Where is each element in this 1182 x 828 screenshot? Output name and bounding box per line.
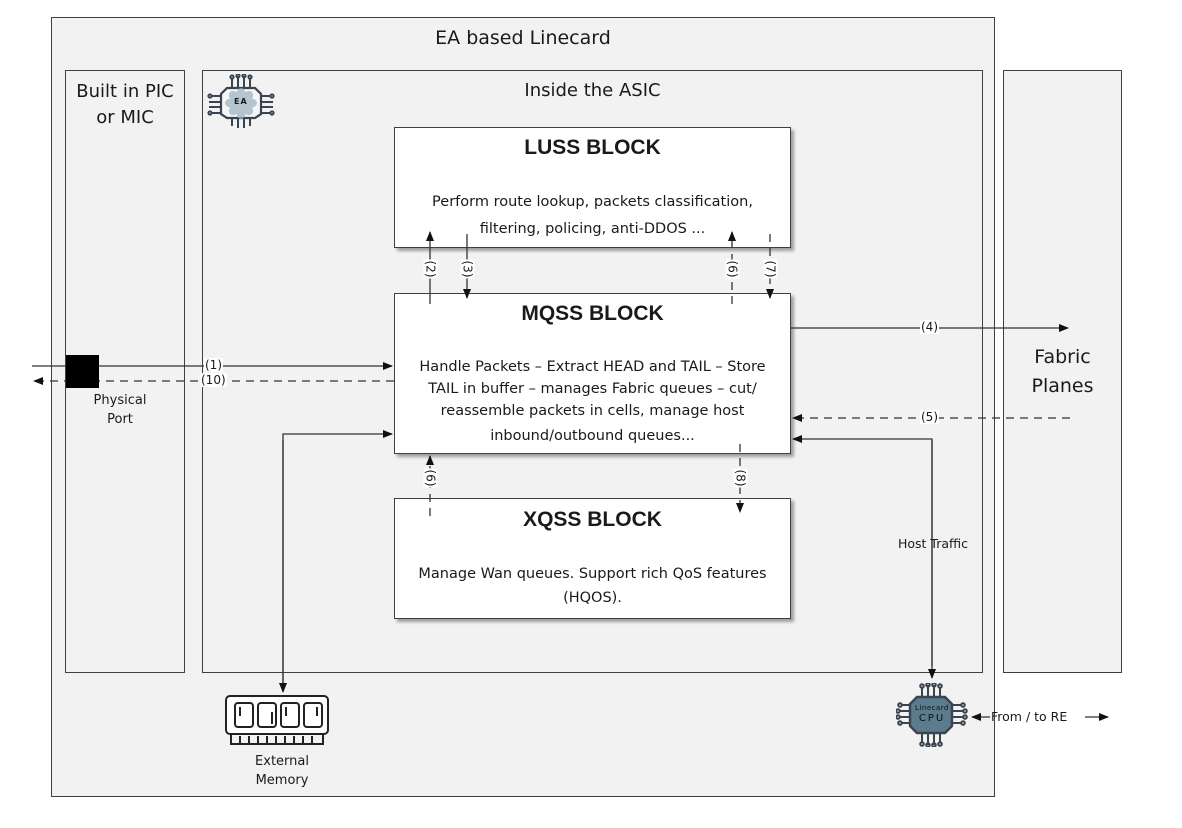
linecard-title: EA based Linecard bbox=[435, 27, 611, 49]
fabric-title-line1: Fabric bbox=[1034, 346, 1091, 368]
luss-desc-line2: filtering, policing, anti-DDOS ... bbox=[479, 221, 706, 237]
xqss-block: XQSS BLOCK Manage Wan queues. Support ri… bbox=[394, 498, 791, 619]
luss-title: LUSS BLOCK bbox=[524, 136, 661, 159]
flow-7-label: (7) bbox=[763, 259, 778, 279]
host-traffic-label: Host Traffic bbox=[898, 536, 968, 551]
flow-10-label: (10) bbox=[200, 373, 227, 387]
luss-block: LUSS BLOCK Perform route lookup, packets… bbox=[394, 127, 791, 248]
pic-title-line2: or MIC bbox=[96, 107, 154, 128]
cpu-label-line1: Linecard bbox=[915, 704, 949, 712]
fabric-title-line2: Planes bbox=[1031, 375, 1094, 397]
physical-port-label-line1: Physical bbox=[93, 393, 147, 408]
cpu-label-line2: CPU bbox=[918, 713, 946, 724]
asic-title: Inside the ASIC bbox=[524, 80, 661, 101]
mqss-title: MQSS BLOCK bbox=[521, 302, 664, 325]
flow-4-label: (4) bbox=[920, 320, 939, 334]
external-memory-label-line1: External bbox=[255, 754, 309, 769]
flow-9-label: (6) bbox=[423, 468, 438, 488]
flow-8-label: (8) bbox=[733, 468, 748, 488]
mqss-block: MQSS BLOCK Handle Packets – Extract HEAD… bbox=[394, 293, 791, 454]
flow-6a-label: (6) bbox=[725, 259, 740, 279]
flow-5-label: (5) bbox=[920, 410, 939, 424]
linecard-cpu-icon: Linecard CPU bbox=[895, 682, 968, 748]
mqss-desc-line3: reassemble packets in cells, manage host bbox=[440, 403, 745, 419]
mqss-desc-line1: Handle Packets – Extract HEAD and TAIL –… bbox=[419, 359, 766, 375]
pic-title-line1: Built in PIC bbox=[76, 81, 174, 102]
external-memory-label-line2: Memory bbox=[255, 773, 309, 788]
xqss-desc-line2: (HQOS). bbox=[563, 590, 622, 606]
fabric-planes-panel: Fabric Planes bbox=[1003, 70, 1122, 673]
xqss-title: XQSS BLOCK bbox=[523, 508, 662, 531]
physical-port-icon bbox=[66, 355, 99, 388]
re-link-label: From / to RE bbox=[991, 709, 1068, 724]
ea-chip-label: EA bbox=[234, 97, 248, 106]
mqss-desc-line4: inbound/outbound queues... bbox=[490, 428, 695, 444]
flow-3-label: (3) bbox=[460, 259, 475, 279]
flow-2-label: (2) bbox=[423, 259, 438, 279]
ea-chip-icon: EA bbox=[205, 73, 275, 130]
luss-desc-line1: Perform route lookup, packets classifica… bbox=[432, 194, 753, 210]
mqss-desc-line2: TAIL in buffer – manages Fabric queues –… bbox=[428, 381, 757, 397]
physical-port-label-line2: Port bbox=[107, 412, 133, 427]
xqss-desc-line1: Manage Wan queues. Support rich QoS feat… bbox=[418, 566, 767, 582]
external-memory-icon bbox=[224, 694, 330, 748]
flow-1-label: (1) bbox=[204, 358, 223, 372]
